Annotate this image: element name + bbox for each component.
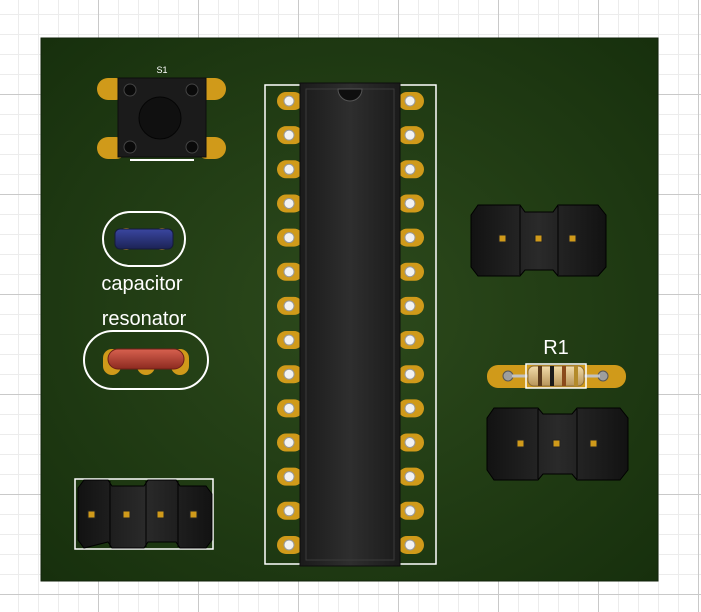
ic-pin-lead — [404, 539, 416, 551]
resistor-label: R1 — [543, 337, 569, 359]
ic-pin-lead — [283, 402, 295, 414]
ic-pin-lead — [283, 368, 295, 380]
ic-pin-lead — [283, 197, 295, 209]
ic-pin-lead — [283, 95, 295, 107]
capacitor[interactable] — [102, 211, 186, 267]
ic-pin-lead — [404, 437, 416, 448]
tactile-switch-s1[interactable] — [97, 77, 226, 161]
switch-label: S1 — [156, 65, 167, 75]
ic-pin-lead — [404, 402, 416, 414]
ic-pin-lead — [283, 471, 295, 483]
ic-pin-lead — [404, 197, 416, 209]
header-4pin[interactable] — [74, 478, 214, 550]
ic-pin-lead — [283, 163, 295, 175]
ic-pin-lead — [283, 266, 295, 278]
ic-pin-lead — [404, 266, 416, 278]
ic-pin-lead — [404, 129, 416, 141]
ic-pin-lead — [283, 232, 295, 244]
ic-pin-lead — [283, 300, 295, 312]
resistor-r1[interactable] — [487, 363, 626, 389]
ic-pin-lead — [404, 300, 416, 312]
resonator[interactable] — [83, 330, 209, 390]
ic-pin-lead — [404, 471, 416, 483]
ic-pin-lead — [404, 334, 416, 346]
capacitor-label: capacitor — [101, 273, 182, 295]
ic-pin-lead — [404, 163, 416, 175]
ic-pin-lead — [404, 368, 416, 380]
ic-pin-lead — [283, 539, 295, 551]
ic-pin-lead — [283, 437, 295, 448]
ic-right-pins — [398, 92, 424, 554]
ic-pin-lead — [404, 505, 416, 517]
ic-pin-lead — [404, 232, 416, 244]
dip-ic[interactable] — [264, 82, 437, 567]
ic-pin-lead — [283, 505, 295, 517]
resonator-label: resonator — [102, 308, 187, 330]
ic-pin-lead — [283, 334, 295, 346]
header-3pin-top[interactable] — [470, 204, 607, 277]
ic-pin-lead — [404, 95, 416, 107]
header-3pin-bottom[interactable] — [486, 407, 629, 481]
ic-left-pins — [277, 92, 303, 554]
ic-pin-lead — [283, 129, 295, 141]
